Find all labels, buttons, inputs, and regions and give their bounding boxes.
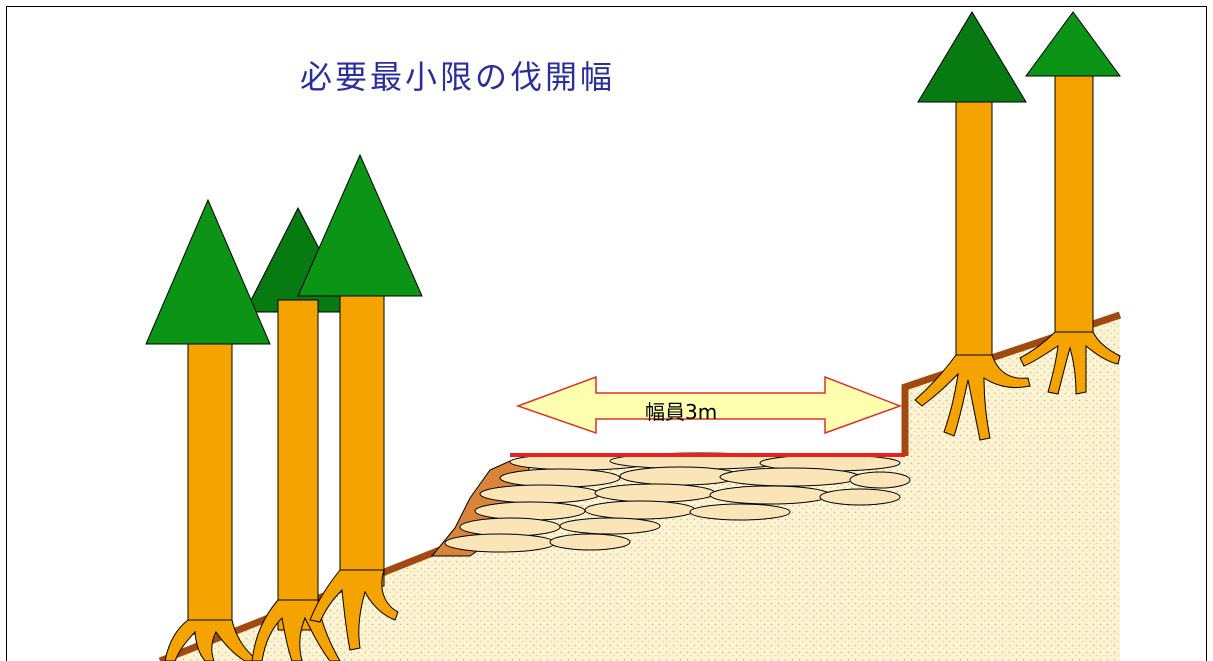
tree-icon (1025, 11, 1121, 339)
tree-icon (297, 153, 423, 587)
road-width-label: 幅員3m (645, 400, 718, 424)
roots-icon (164, 569, 399, 661)
page-title: 必要最小限の伐開幅 (300, 58, 616, 96)
roots-icon (914, 331, 1121, 441)
tree-icon (917, 11, 1027, 361)
tree-icon (145, 198, 271, 635)
stone-pile-icon (430, 452, 911, 557)
double-arrow-icon (515, 375, 903, 435)
frame-border (6, 6, 1207, 661)
